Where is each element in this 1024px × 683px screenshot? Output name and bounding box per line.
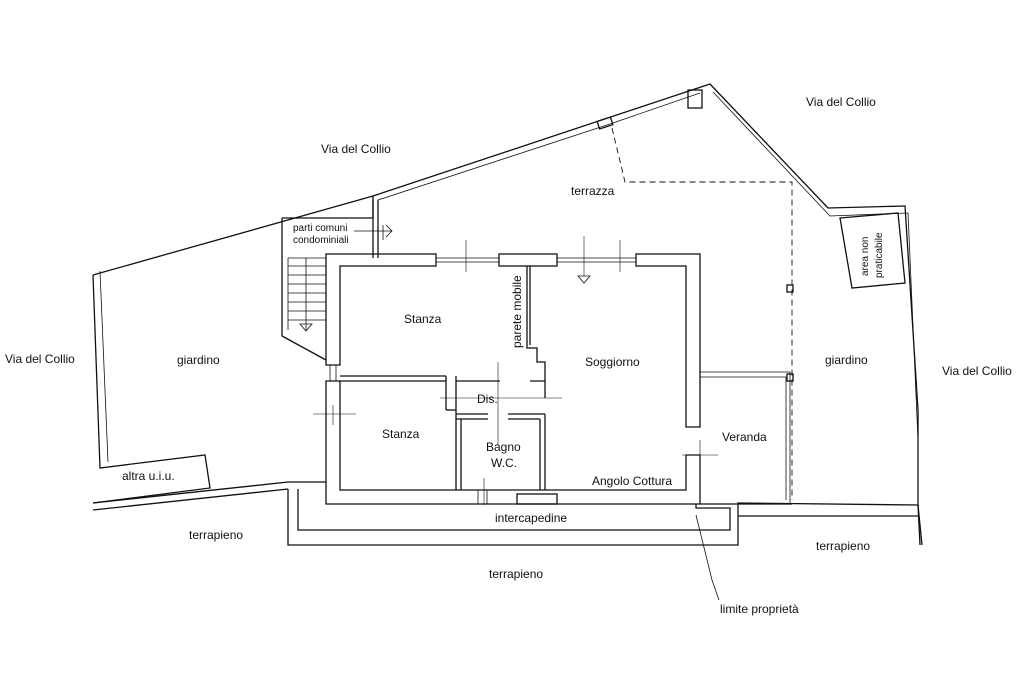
room-label-upper: Stanza	[404, 312, 442, 326]
bathroom-label-line2: W.C.	[491, 456, 517, 470]
embankment-label-center: terrapieno	[489, 567, 543, 581]
common-stairs	[281, 196, 393, 361]
living-room-label: Soggiorno	[585, 355, 640, 369]
terrace-outline	[611, 127, 793, 500]
embankment-label-left: terrapieno	[189, 528, 243, 542]
axis-marks	[313, 236, 718, 505]
street-label-left: Via del Collio	[5, 352, 75, 366]
garden-label-right: giardino	[825, 353, 868, 367]
embankment-label-right: terrapieno	[816, 539, 870, 553]
room-label-lower: Stanza	[382, 427, 420, 441]
common-parts-label-line1: parti comuni	[293, 223, 347, 234]
bathroom-label-line1: Bagno	[486, 440, 521, 454]
movable-wall-label: parete mobile	[510, 275, 524, 348]
building-walls	[287, 253, 792, 601]
terrace-label: terrazza	[571, 184, 615, 198]
property-limit-label: limite proprietà	[720, 602, 799, 616]
inaccessible-area	[839, 212, 906, 289]
kitchen-label: Angolo Cottura	[592, 474, 672, 488]
street-label-top-left: Via del Collio	[321, 142, 391, 156]
hall-label: Dis.	[477, 392, 498, 406]
chimney-mark	[596, 116, 614, 130]
site-boundary	[92, 83, 923, 546]
street-label-right: Via del Collio	[942, 364, 1012, 378]
garden-label-left: giardino	[177, 353, 220, 367]
common-parts-label-line2: condominiali	[293, 235, 349, 246]
veranda-label: Veranda	[722, 430, 767, 444]
inaccessible-area-label-line1: area non	[860, 237, 871, 276]
other-unit-label: altra u.i.u.	[122, 469, 175, 483]
chimney-mark	[687, 89, 703, 109]
street-label-top-right: Via del Collio	[806, 95, 876, 109]
inaccessible-area-label-line2: praticabile	[874, 232, 885, 278]
cavity-label: intercapedine	[495, 511, 567, 525]
